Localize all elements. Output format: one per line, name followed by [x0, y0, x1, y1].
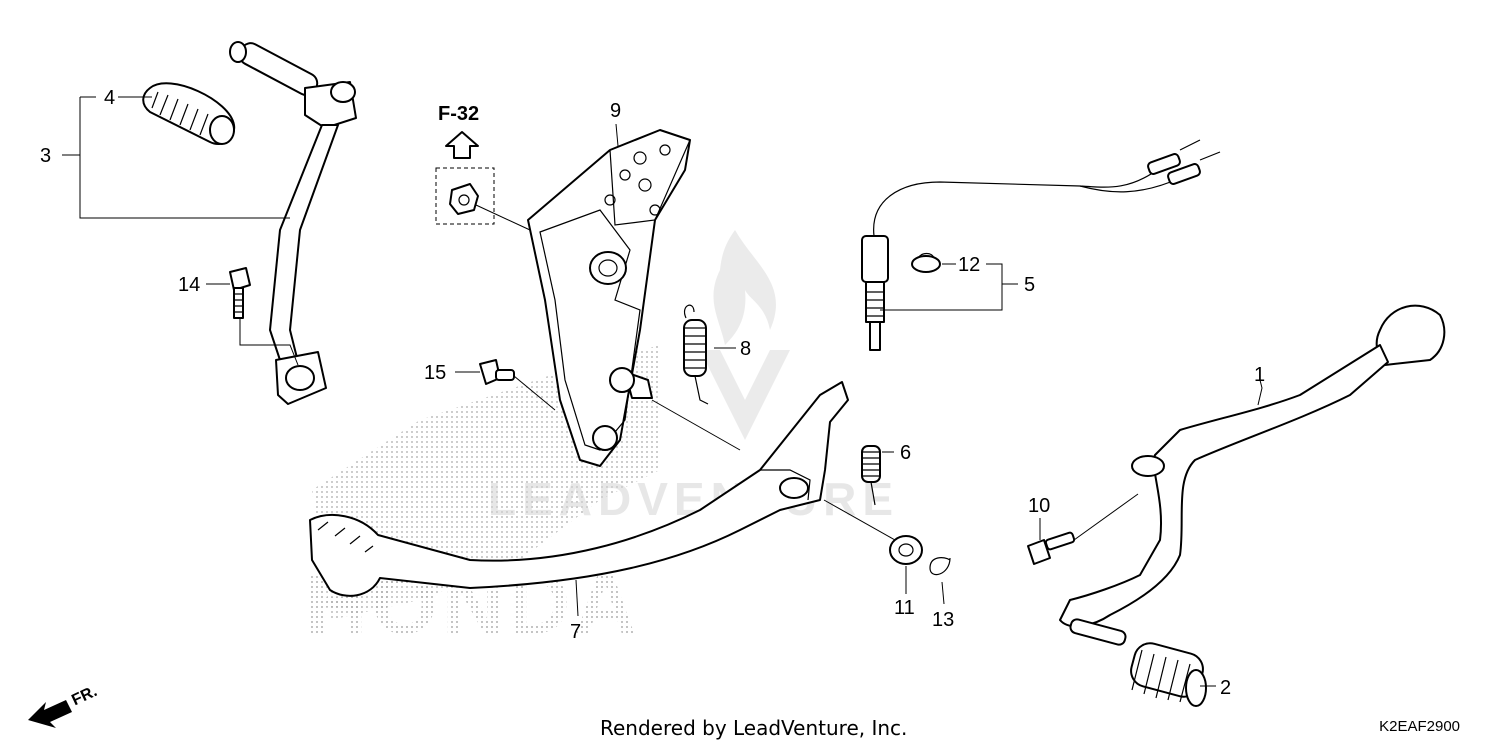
front-arrow-icon	[28, 700, 72, 728]
diagram-code: K2EAF2900	[1379, 718, 1460, 735]
callout-8: 8	[740, 338, 751, 360]
grommet	[449, 183, 479, 215]
brake-light-switch	[861, 139, 1221, 351]
spring-6	[861, 445, 881, 506]
callout-5: 5	[1024, 274, 1035, 296]
v-logo-icon	[700, 350, 790, 440]
reference-label: F-32	[438, 103, 479, 125]
up-arrow-icon	[445, 131, 479, 159]
callout-15: 15	[424, 362, 446, 384]
circlip-13	[929, 557, 951, 576]
callout-7: 7	[570, 621, 581, 643]
callout-11: 11	[894, 597, 915, 619]
flame-logo-icon	[713, 230, 776, 345]
kick-rubber	[142, 82, 236, 145]
callout-13: 13	[932, 609, 954, 631]
bolt-15	[479, 359, 515, 385]
change-pedal-rubber	[1130, 642, 1207, 707]
change-pedal	[1059, 304, 1446, 646]
callout-4: 4	[104, 87, 115, 109]
callout-10: 10	[1028, 495, 1050, 517]
footer-credit: Rendered by LeadVenture, Inc.	[600, 716, 908, 740]
leadventure-watermark: LEADVENTURE	[488, 230, 893, 525]
kick-starter-arm	[229, 41, 357, 405]
footrest-bracket	[527, 129, 691, 467]
leader-lines	[62, 96, 1263, 687]
callout-14: 14	[178, 274, 200, 296]
bolt-10	[1027, 531, 1076, 565]
callout-9: 9	[610, 100, 621, 122]
callout-12: 12	[958, 254, 980, 276]
clip-12	[911, 252, 941, 273]
callout-6: 6	[900, 442, 911, 464]
callout-3: 3	[40, 145, 51, 167]
callout-numbers: 1 2 3 4 5 6 7 8 9 10 11 12 13 14 15	[40, 87, 1265, 699]
washer-11	[889, 535, 923, 565]
front-label: FR.	[69, 683, 100, 709]
callout-2: 2	[1220, 677, 1231, 699]
bolt-14	[229, 267, 251, 319]
return-spring-8	[683, 304, 709, 405]
brake-pedal	[309, 381, 849, 597]
front-direction: FR.	[28, 683, 100, 728]
reference-f32	[435, 131, 495, 225]
callout-1: 1	[1254, 364, 1265, 386]
